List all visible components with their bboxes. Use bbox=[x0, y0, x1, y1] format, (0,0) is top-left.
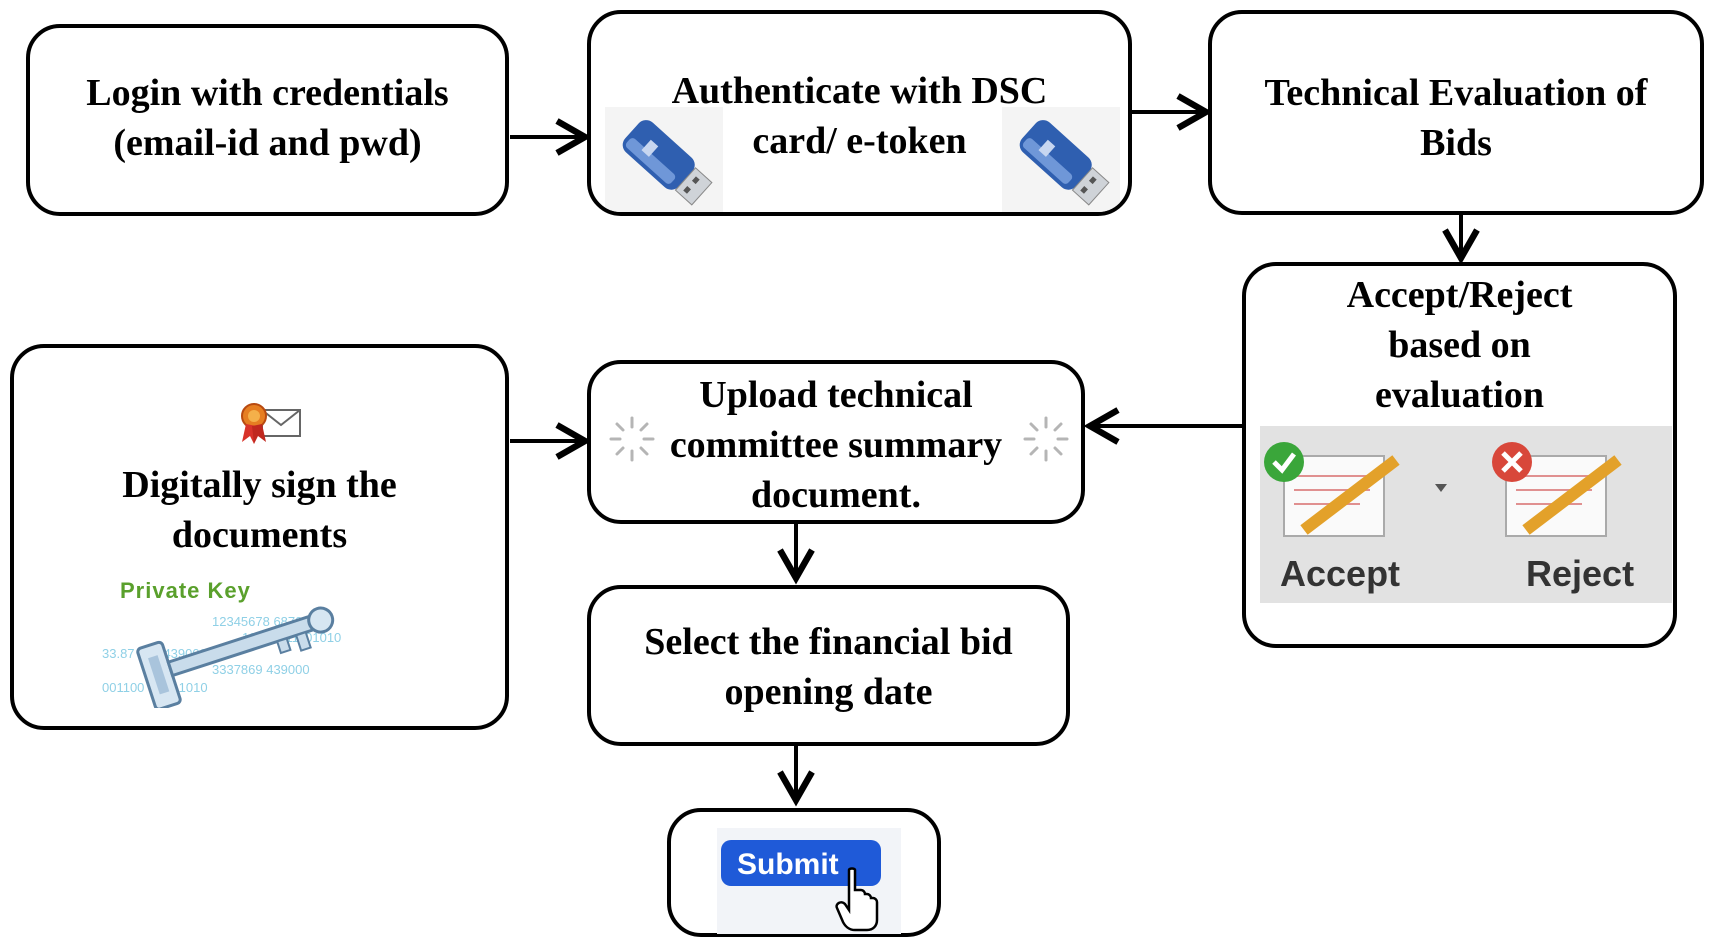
step-upload: Upload technical committee summary docum… bbox=[587, 360, 1085, 524]
private-key-icon: Private Key 12345678 6870443 12340011101… bbox=[102, 578, 341, 708]
step-upload-label: Upload technical committee summary docum… bbox=[669, 374, 1003, 516]
submit-label: Submit bbox=[737, 848, 839, 881]
reject-icon bbox=[1492, 442, 1622, 537]
private-key-label: Private Key bbox=[120, 578, 251, 603]
reject-label: Reject bbox=[1526, 553, 1634, 594]
usb-token-icon bbox=[1002, 107, 1120, 212]
step-accept-reject: Accept/Reject based on evaluation Accept… bbox=[1242, 262, 1677, 648]
certificate-mail-icon bbox=[241, 403, 301, 444]
step-digitally-sign: Digitally sign the documents Private Key… bbox=[10, 344, 509, 730]
spinner-icon bbox=[609, 416, 655, 462]
step-technical-evaluation: Technical Evaluation of Bids bbox=[1208, 10, 1704, 215]
step-login-label: Login with credentials (email-id and pwd… bbox=[86, 72, 449, 164]
usb-token-icon bbox=[605, 107, 723, 212]
step-accept-reject-label: Accept/Reject based on evaluation bbox=[1346, 274, 1573, 416]
step-sign-label: Digitally sign the documents bbox=[122, 464, 397, 556]
step-technical-label: Technical Evaluation of Bids bbox=[1264, 72, 1648, 164]
step-authenticate-label: Authenticate with DSC card/ e-token bbox=[671, 70, 1048, 162]
step-login: Login with credentials (email-id and pwd… bbox=[26, 24, 509, 216]
accept-label: Accept bbox=[1280, 553, 1400, 594]
step-financial-label: Select the financial bid opening date bbox=[644, 621, 1013, 713]
step-financial-bid: Select the financial bid opening date bbox=[587, 585, 1070, 746]
hand-cursor-icon bbox=[835, 867, 879, 932]
step-submit: Submit bbox=[667, 808, 941, 937]
step-authenticate: Authenticate with DSC card/ e-token bbox=[587, 10, 1132, 216]
accept-icon bbox=[1264, 442, 1447, 537]
svg-text:3337869 439000: 3337869 439000 bbox=[212, 662, 310, 677]
accept-reject-image: Accept Reject bbox=[1260, 426, 1672, 603]
submit-button-image[interactable]: Submit bbox=[717, 828, 901, 934]
spinner-icon bbox=[1023, 416, 1069, 462]
